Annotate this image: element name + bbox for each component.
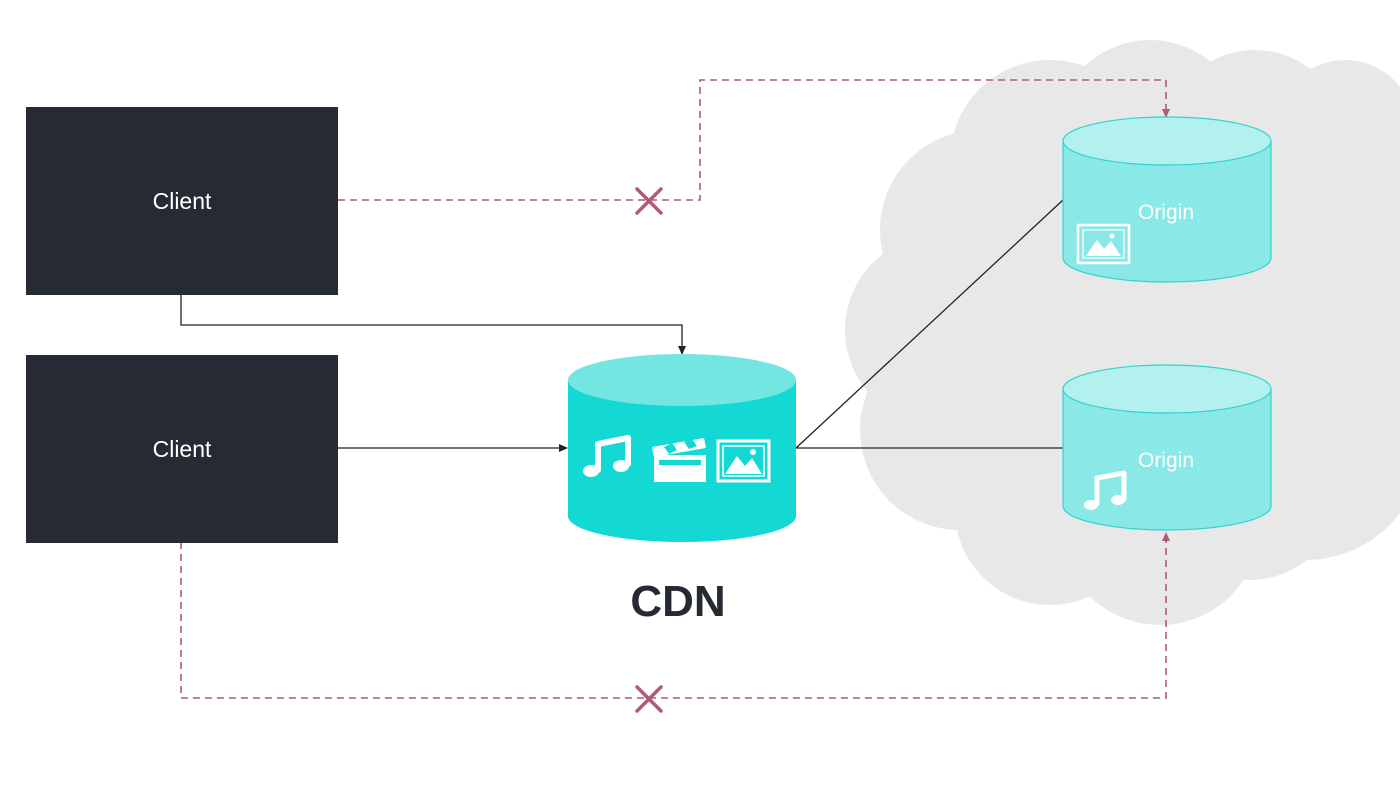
client-label: Client	[152, 187, 212, 214]
client-box-1: Client	[26, 107, 338, 295]
origin-2-cylinder	[1062, 364, 1272, 531]
music-note-icon	[1084, 470, 1127, 510]
blocked-path-client1-origin1	[338, 79, 1170, 201]
path-cdn-origin1	[795, 199, 1064, 449]
client-label: Client	[152, 435, 212, 462]
image-icon	[1076, 223, 1131, 265]
origin-2-label: Origin	[1138, 449, 1194, 472]
path-client1-cdn	[180, 295, 686, 355]
cdn-label: CDN	[630, 577, 725, 626]
image-icon	[716, 439, 771, 483]
music-note-icon	[583, 435, 631, 477]
client-box-2: Client	[26, 355, 338, 543]
origin-1-label: Origin	[1138, 201, 1194, 224]
blocked-x-icon	[635, 187, 663, 215]
blocked-x-icon	[635, 685, 663, 713]
origin-1-cylinder	[1062, 116, 1272, 283]
clapperboard-icon	[652, 438, 706, 482]
blocked-path-client2-origin2	[180, 532, 1170, 699]
